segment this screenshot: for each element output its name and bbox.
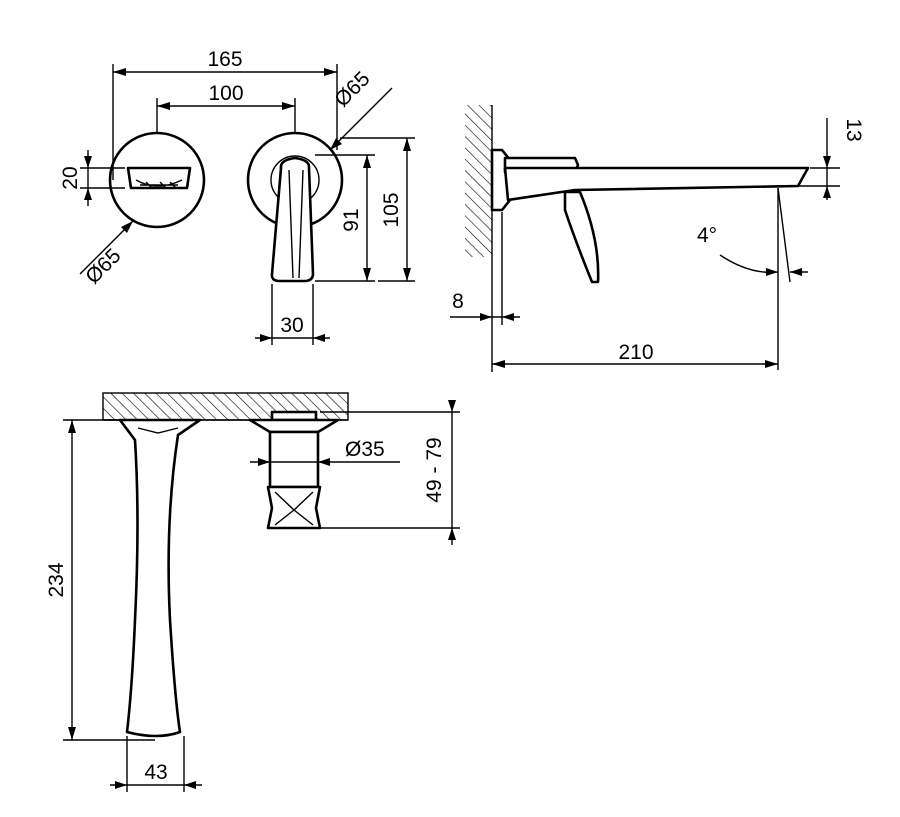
left-handle [126,166,192,190]
dim-diameter-left-rosette: Ø65 [81,244,125,288]
side-view: 13 4° 8 210 [450,105,865,372]
dim-spout-length: 234 [45,562,68,597]
dim-handle-height: 20 [59,166,82,189]
top-view: Ø35 49 - 79 234 43 [45,392,460,792]
dim-lever-height: 91 [340,208,363,231]
dim-spout-angle: 4° [697,224,717,247]
dim-lever-total-height: 105 [380,192,403,227]
wall-hatch [465,105,492,257]
dim-lever-width: 30 [280,314,303,337]
valve-body [248,410,340,530]
dim-center-distance: 100 [208,82,243,105]
dim-install-depth: 49 - 79 [423,437,446,502]
dim-body-diameter: Ø35 [345,438,385,461]
side-lever-handle [563,190,600,284]
side-spout [503,166,810,202]
dim-overall-width: 165 [207,48,242,71]
dim-spout-projection: 210 [618,341,653,364]
dim-spout-width: 43 [144,761,167,784]
left-rosette [108,131,206,229]
dim-wall-offset: 8 [452,290,464,313]
dim-spout-thickness: 13 [842,118,865,141]
front-view: 165 100 Ø65 Ø65 20 91 [59,48,415,345]
top-spout [118,418,202,738]
